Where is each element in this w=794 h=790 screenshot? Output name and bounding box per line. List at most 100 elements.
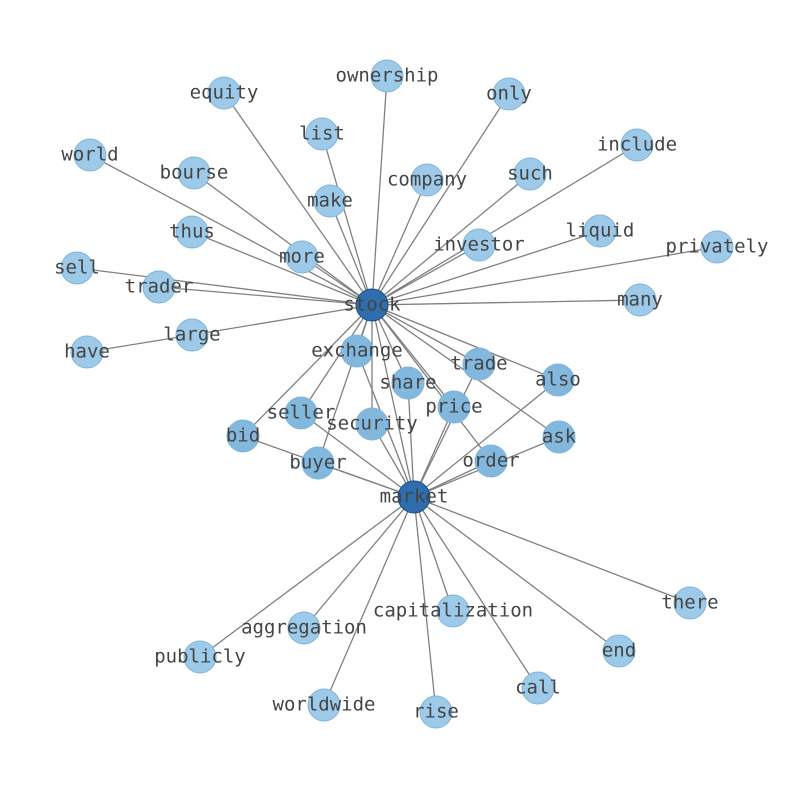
edge-stock-order	[371, 304, 492, 462]
node-circle-bid[interactable]	[226, 419, 260, 453]
node-label-more: more	[279, 246, 325, 268]
node-order[interactable]: order	[462, 444, 520, 478]
node-market[interactable]: market	[380, 480, 449, 514]
node-circle-end[interactable]	[602, 634, 636, 668]
node-circle-such[interactable]	[513, 157, 547, 191]
node-circle-sell[interactable]	[60, 251, 94, 285]
edge-stock-world	[89, 154, 373, 306]
node-company[interactable]: company	[387, 163, 467, 197]
node-call[interactable]: call	[515, 671, 561, 705]
node-world[interactable]: world	[61, 138, 119, 172]
node-circle-company[interactable]	[410, 163, 444, 197]
node-liquid[interactable]: liquid	[566, 214, 635, 248]
node-worldwide[interactable]: worldwide	[273, 688, 376, 722]
node-publicly[interactable]: publicly	[154, 640, 246, 674]
node-label-such: such	[507, 163, 553, 185]
node-circle-many[interactable]	[623, 283, 657, 317]
node-bourse[interactable]: bourse	[160, 156, 229, 190]
node-circle-also[interactable]	[541, 363, 575, 397]
node-label-there: there	[661, 592, 718, 614]
node-circle-call[interactable]	[521, 671, 555, 705]
node-label-investor: investor	[433, 234, 525, 256]
edge-large-have	[86, 334, 193, 353]
node-privately[interactable]: privately	[666, 230, 769, 264]
node-list[interactable]: list	[299, 117, 345, 151]
node-make[interactable]: make	[307, 184, 353, 218]
node-circle-ownership[interactable]	[370, 59, 404, 93]
node-circle-liquid[interactable]	[583, 214, 617, 248]
node-circle-equity[interactable]	[207, 76, 241, 110]
node-label-liquid: liquid	[566, 220, 635, 242]
node-have[interactable]: have	[64, 335, 110, 369]
node-circle-privately[interactable]	[700, 230, 734, 264]
node-sell[interactable]: sell	[54, 251, 100, 285]
node-circle-seller[interactable]	[284, 396, 318, 430]
node-circle-list[interactable]	[305, 117, 339, 151]
node-circle-market[interactable]	[397, 480, 431, 514]
node-circle-exchange[interactable]	[340, 334, 374, 368]
node-bid[interactable]: bid	[226, 419, 260, 453]
node-label-share: share	[379, 372, 436, 394]
node-investor[interactable]: investor	[433, 228, 525, 262]
edge-stock-trade	[371, 304, 480, 365]
node-more[interactable]: more	[279, 240, 325, 274]
node-ask[interactable]: ask	[542, 420, 577, 454]
node-buyer[interactable]: buyer	[289, 446, 347, 480]
node-circle-world[interactable]	[73, 138, 107, 172]
edge-market-call	[413, 496, 539, 689]
node-circle-worldwide[interactable]	[307, 688, 341, 722]
node-security[interactable]: security	[326, 407, 418, 441]
edge-market-share	[407, 382, 415, 498]
node-circle-ask[interactable]	[542, 420, 576, 454]
node-circle-include[interactable]	[620, 128, 654, 162]
node-circle-security[interactable]	[355, 407, 389, 441]
node-circle-more[interactable]	[285, 240, 319, 274]
node-include[interactable]: include	[597, 128, 677, 162]
node-many[interactable]: many	[617, 283, 663, 317]
edge-market-rise	[413, 496, 437, 713]
node-capitalization[interactable]: capitalization	[373, 594, 533, 628]
node-ownership[interactable]: ownership	[336, 59, 439, 93]
node-circle-publicly[interactable]	[183, 640, 217, 674]
node-equity[interactable]: equity	[190, 76, 259, 110]
node-circle-bourse[interactable]	[177, 156, 211, 190]
node-circle-there[interactable]	[673, 586, 707, 620]
node-circle-stock[interactable]	[355, 288, 389, 322]
node-stock[interactable]: stock	[343, 288, 401, 322]
node-circle-trade[interactable]	[462, 347, 496, 381]
node-circle-thus[interactable]	[175, 215, 209, 249]
edge-stock-thus	[191, 231, 373, 306]
node-share[interactable]: share	[379, 366, 437, 400]
node-also[interactable]: also	[535, 363, 581, 397]
node-end[interactable]: end	[602, 634, 636, 668]
node-circle-only[interactable]	[492, 77, 526, 111]
node-there[interactable]: there	[661, 586, 719, 620]
node-trade[interactable]: trade	[450, 347, 508, 381]
node-circle-rise[interactable]	[419, 695, 453, 729]
node-circle-make[interactable]	[313, 184, 347, 218]
node-exchange[interactable]: exchange	[311, 334, 403, 368]
node-circle-trader[interactable]	[142, 270, 176, 304]
node-price[interactable]: price	[425, 390, 483, 424]
node-aggregation[interactable]: aggregation	[241, 611, 367, 645]
node-label-seller: seller	[267, 402, 336, 424]
node-only[interactable]: only	[486, 77, 532, 111]
node-label-stock: stock	[343, 294, 401, 316]
node-rise[interactable]: rise	[413, 695, 459, 729]
node-circle-buyer[interactable]	[301, 446, 335, 480]
node-circle-aggregation[interactable]	[287, 611, 321, 645]
node-circle-share[interactable]	[391, 366, 425, 400]
edge-market-aggregation	[303, 496, 415, 629]
node-large[interactable]: large	[163, 318, 221, 352]
node-circle-price[interactable]	[437, 390, 471, 424]
node-trader[interactable]: trader	[125, 270, 194, 304]
node-circle-capitalization[interactable]	[436, 594, 470, 628]
node-circle-order[interactable]	[474, 444, 508, 478]
node-thus[interactable]: thus	[169, 215, 215, 249]
node-circle-have[interactable]	[70, 335, 104, 369]
node-circle-large[interactable]	[175, 318, 209, 352]
node-such[interactable]: such	[507, 157, 553, 191]
edge-market-worldwide	[323, 496, 415, 706]
node-circle-investor[interactable]	[462, 228, 496, 262]
node-seller[interactable]: seller	[267, 396, 336, 430]
